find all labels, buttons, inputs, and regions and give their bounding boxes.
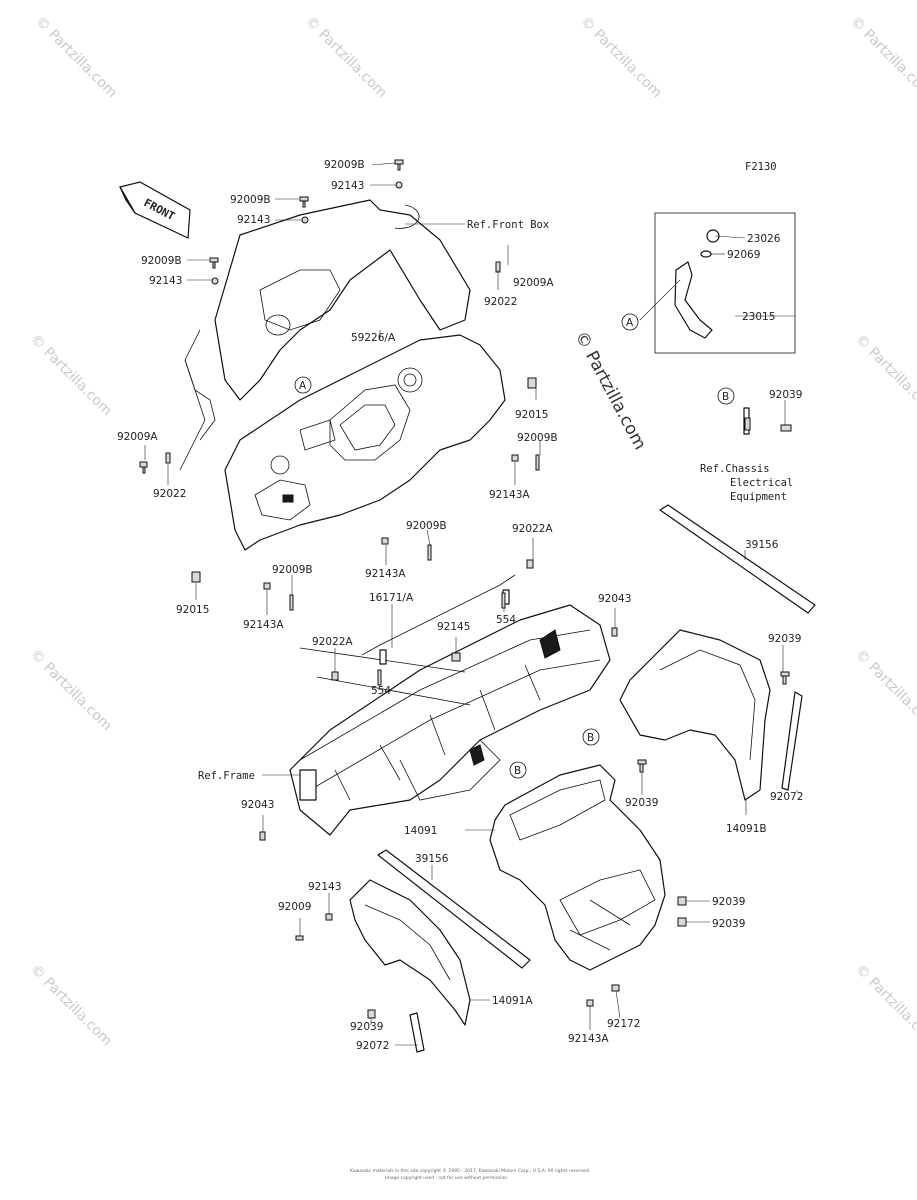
part-labels: 92009B 92143 92009B 92143 92009B 92143 9… [117,159,803,1052]
part-label: 92009B [230,194,271,206]
watermark: © Partzilla.com [27,332,115,420]
part-label: 92009A [513,277,554,289]
trim-strip-upper [659,504,816,614]
diagram-code: F2130 [745,161,777,173]
part-label: 92039 [768,633,801,645]
ref-front-box: Ref.Front Box [467,219,549,231]
frame-assembly [289,604,611,836]
part-label: 92022A [312,636,353,648]
watermark: © Partzilla.com [852,332,917,420]
part-label: 92143 [149,275,182,287]
part-label: 92015 [515,409,548,421]
callout-a: A [626,317,634,329]
part-label: 92072 [770,791,803,803]
part-label: 14091 [404,825,437,837]
part-label: 92143A [243,619,284,631]
leader-lines [144,162,798,1046]
part-label: 23015 [742,311,775,323]
part-label: 92143 [237,214,270,226]
watermark: © Partzilla.com [852,647,917,735]
part-label: 92069 [727,249,760,261]
ref-chassis-line2: Electrical [730,477,793,489]
center-floor-panel [489,764,666,971]
part-label: 92039 [769,389,802,401]
part-label: 92009 [278,901,311,913]
left-fender-guard [349,879,471,1053]
fasteners [139,159,792,1019]
watermark: © Partzilla.com [27,647,115,735]
part-label: 92022A [512,523,553,535]
cable [361,574,516,656]
part-label: 92009B [406,520,447,532]
ref-chassis-line1: Ref.Chassis [700,463,770,475]
part-label: 554 [496,614,516,626]
ref-chassis-line3: Equipment [730,491,787,503]
part-label: 92143 [331,180,364,192]
callout-b: B [722,391,729,403]
part-label: 59226/A [351,332,396,344]
callout-b-frame: B [587,732,594,744]
watermark: © Partzilla.com [32,14,120,102]
ref-frame: Ref.Frame [198,770,255,782]
part-label: 92039 [712,896,745,908]
part-label: 92143A [365,568,406,580]
part-label: 92009B [141,255,182,267]
part-label: 92039 [712,918,745,930]
part-label: 16171/A [369,592,414,604]
part-label: 92145 [437,621,470,633]
callout-b-floor: B [514,765,521,777]
part-label: 39156 [415,853,449,865]
part-label: 92072 [356,1040,389,1052]
watermark: © Partzilla.com [852,962,917,1050]
part-label: 92015 [176,604,209,616]
inset-box: A [621,212,796,354]
part-label: 92009B [324,159,365,171]
part-label: 39156 [745,539,779,551]
part-label: 92022 [484,296,517,308]
trim-strip-lower [377,849,531,969]
watermark: © Partzilla.com [847,14,917,102]
right-fender-guard [619,629,803,801]
part-label: 92039 [625,797,658,809]
footer-copyright: Kawasaki materials in this site copyrigh… [350,1167,590,1174]
part-label: 92043 [241,799,274,811]
part-label: 92172 [607,1018,640,1030]
watermark: © Partzilla.com [27,962,115,1050]
watermark-group: © Partzilla.com © Partzilla.com © Partzi… [27,14,917,1050]
dashboard-panel [179,199,506,551]
part-label: 92143A [489,489,530,501]
part-label: 14091A [492,995,533,1007]
part-label: 92143 [308,881,341,893]
part-label: 14091B [726,823,767,835]
part-label: 92009B [272,564,313,576]
part-label: 92022 [153,488,186,500]
watermark: © Partzilla.com [577,14,665,102]
watermark-main: © Partzilla.com [571,328,650,453]
callout-a-dash: A [299,380,307,392]
part-label: 92043 [598,593,631,605]
footer-note: Image copyright used · not for use witho… [385,1175,507,1181]
watermark: © Partzilla.com [302,14,390,102]
part-label: 92143A [568,1033,609,1045]
front-arrow-icon: FRONT [119,181,191,239]
part-label: 92039 [350,1021,383,1033]
part-label: 92009A [117,431,158,443]
part-label: 554 [371,685,391,697]
part-label: 23026 [747,233,781,245]
part-label: 92009B [517,432,558,444]
